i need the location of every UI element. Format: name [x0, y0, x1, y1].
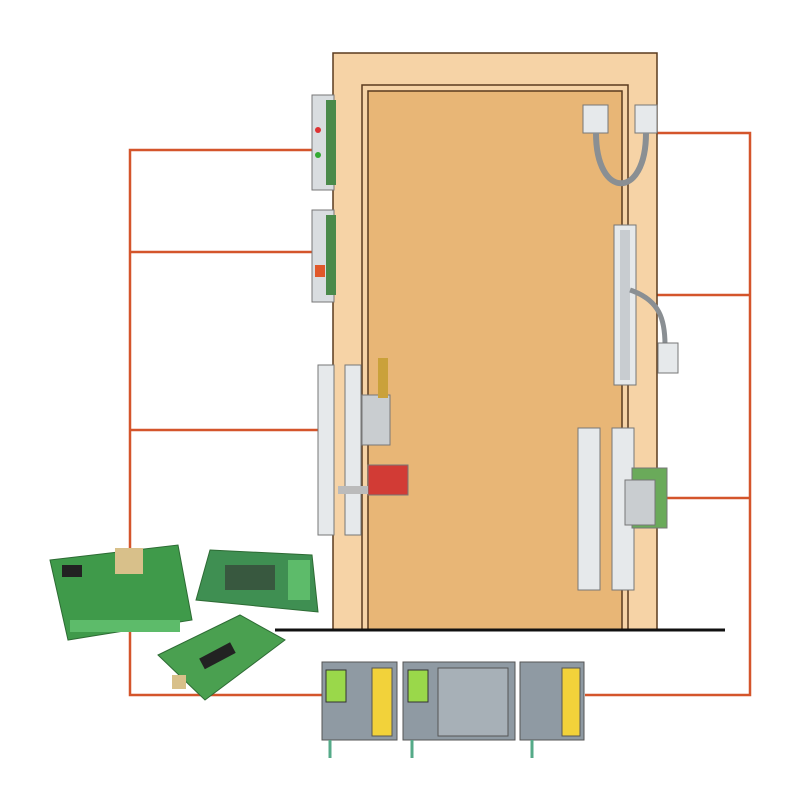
electromagnetic-lock	[613, 224, 679, 386]
controller-board-2	[195, 549, 319, 613]
wiring-left	[128, 148, 322, 697]
electric-strike-top	[311, 94, 336, 191]
bolt-lock	[577, 427, 668, 591]
mortise-lock	[317, 358, 409, 536]
controller-board-1	[49, 544, 193, 641]
plc-3	[519, 661, 585, 758]
controller-board-3	[157, 614, 286, 701]
plc-2	[402, 661, 516, 758]
plc-1	[321, 661, 398, 758]
door-loop	[582, 104, 658, 187]
electric-strike-middle	[311, 209, 336, 303]
